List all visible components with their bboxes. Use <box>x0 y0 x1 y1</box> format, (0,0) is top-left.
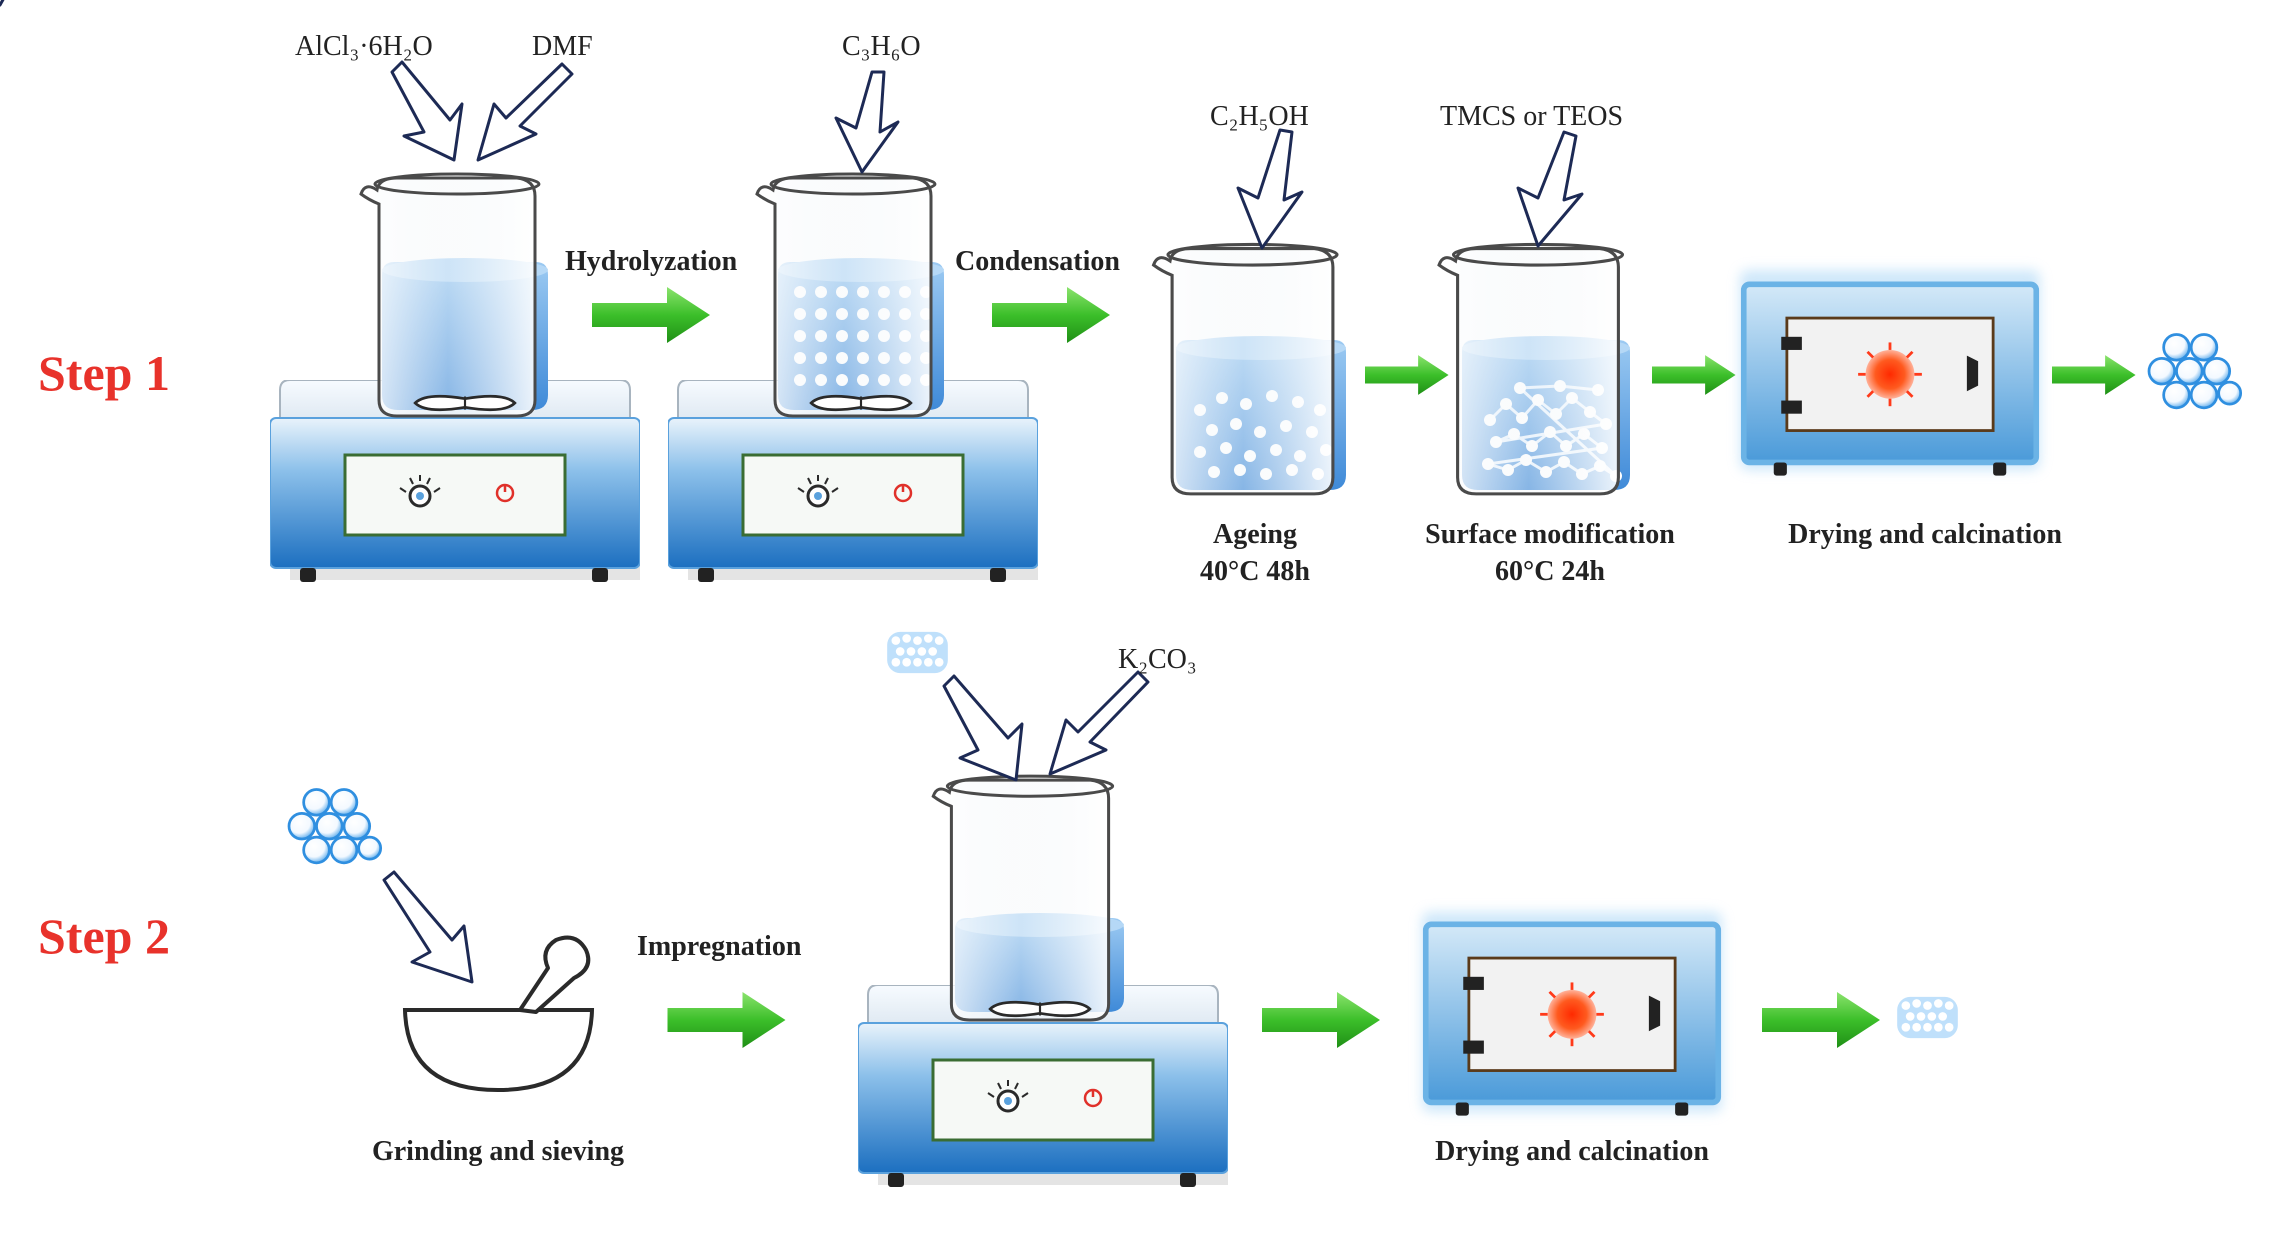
arrow-label-impregnation: Impregnation <box>637 931 802 962</box>
stage-drying-1: Drying and calcination <box>1788 519 2062 550</box>
green-arrow-2 <box>992 287 1110 343</box>
reagent-alcl3: AlCl₃·6H₂O <box>295 31 433 62</box>
green-arrow-8 <box>1762 992 1880 1048</box>
reagent-k2co3: K₂CO₃ <box>1118 644 1197 675</box>
mortar-and-pestle <box>402 935 595 1093</box>
step1-label: Step 1 <box>38 345 170 401</box>
final-product <box>1897 996 1958 1039</box>
stage-ageing-condition: 40°C 48h <box>1200 556 1310 587</box>
green-arrow-7 <box>1262 992 1380 1048</box>
green-arrow-1 <box>592 287 710 343</box>
feed-arrow-ethanol <box>1236 128 1304 250</box>
reagent-dmf: DMF <box>532 31 593 62</box>
stage-surface-condition: 60°C 24h <box>1495 556 1605 587</box>
reagent-acetone: C₃H₆O <box>842 31 921 62</box>
beaker-impregnation <box>931 774 1124 1022</box>
green-arrow-6 <box>667 992 786 1048</box>
step2-label: Step 2 <box>38 908 170 964</box>
oven-1 <box>1740 270 2040 476</box>
beaker-2 <box>755 172 944 418</box>
feed-arrow-dmf <box>476 62 574 162</box>
green-arrow-4 <box>1652 355 1736 395</box>
stage-drying-2: Drying and calcination <box>1435 1136 1709 1167</box>
reagent-tmcs-teos: TMCS or TEOS <box>1440 101 1623 132</box>
product-cluster-1 <box>2147 333 2243 410</box>
stage-grinding: Grinding and sieving <box>372 1136 624 1167</box>
feed-arrow-to-mortar <box>382 870 474 984</box>
beaker-ageing <box>1151 242 1346 496</box>
green-arrow-5 <box>2052 355 2136 395</box>
arrow-label-hydrolyzation: Hydrolyzation <box>565 246 738 277</box>
input-cluster-step2 <box>287 788 383 865</box>
feed-arrow-alcl3 <box>0 0 464 162</box>
green-arrow-3 <box>1365 355 1449 395</box>
stage-surface-title: Surface modification <box>1425 519 1675 550</box>
arrow-label-condensation: Condensation <box>955 246 1120 277</box>
oven-2 <box>1422 912 1722 1116</box>
feed-arrow-support <box>942 674 1024 782</box>
beaker-1 <box>359 172 548 418</box>
feed-arrow-tmcs-teos <box>1516 130 1584 248</box>
feed-arrow-acetone <box>834 70 900 174</box>
reagent-ethanol: C₂H₅OH <box>1210 101 1309 132</box>
beaker-surface-modification <box>1437 242 1630 496</box>
input-dot-cluster <box>887 631 948 674</box>
stage-ageing-title: Ageing <box>1213 519 1297 550</box>
feed-arrow-k2co3 <box>1048 670 1150 776</box>
